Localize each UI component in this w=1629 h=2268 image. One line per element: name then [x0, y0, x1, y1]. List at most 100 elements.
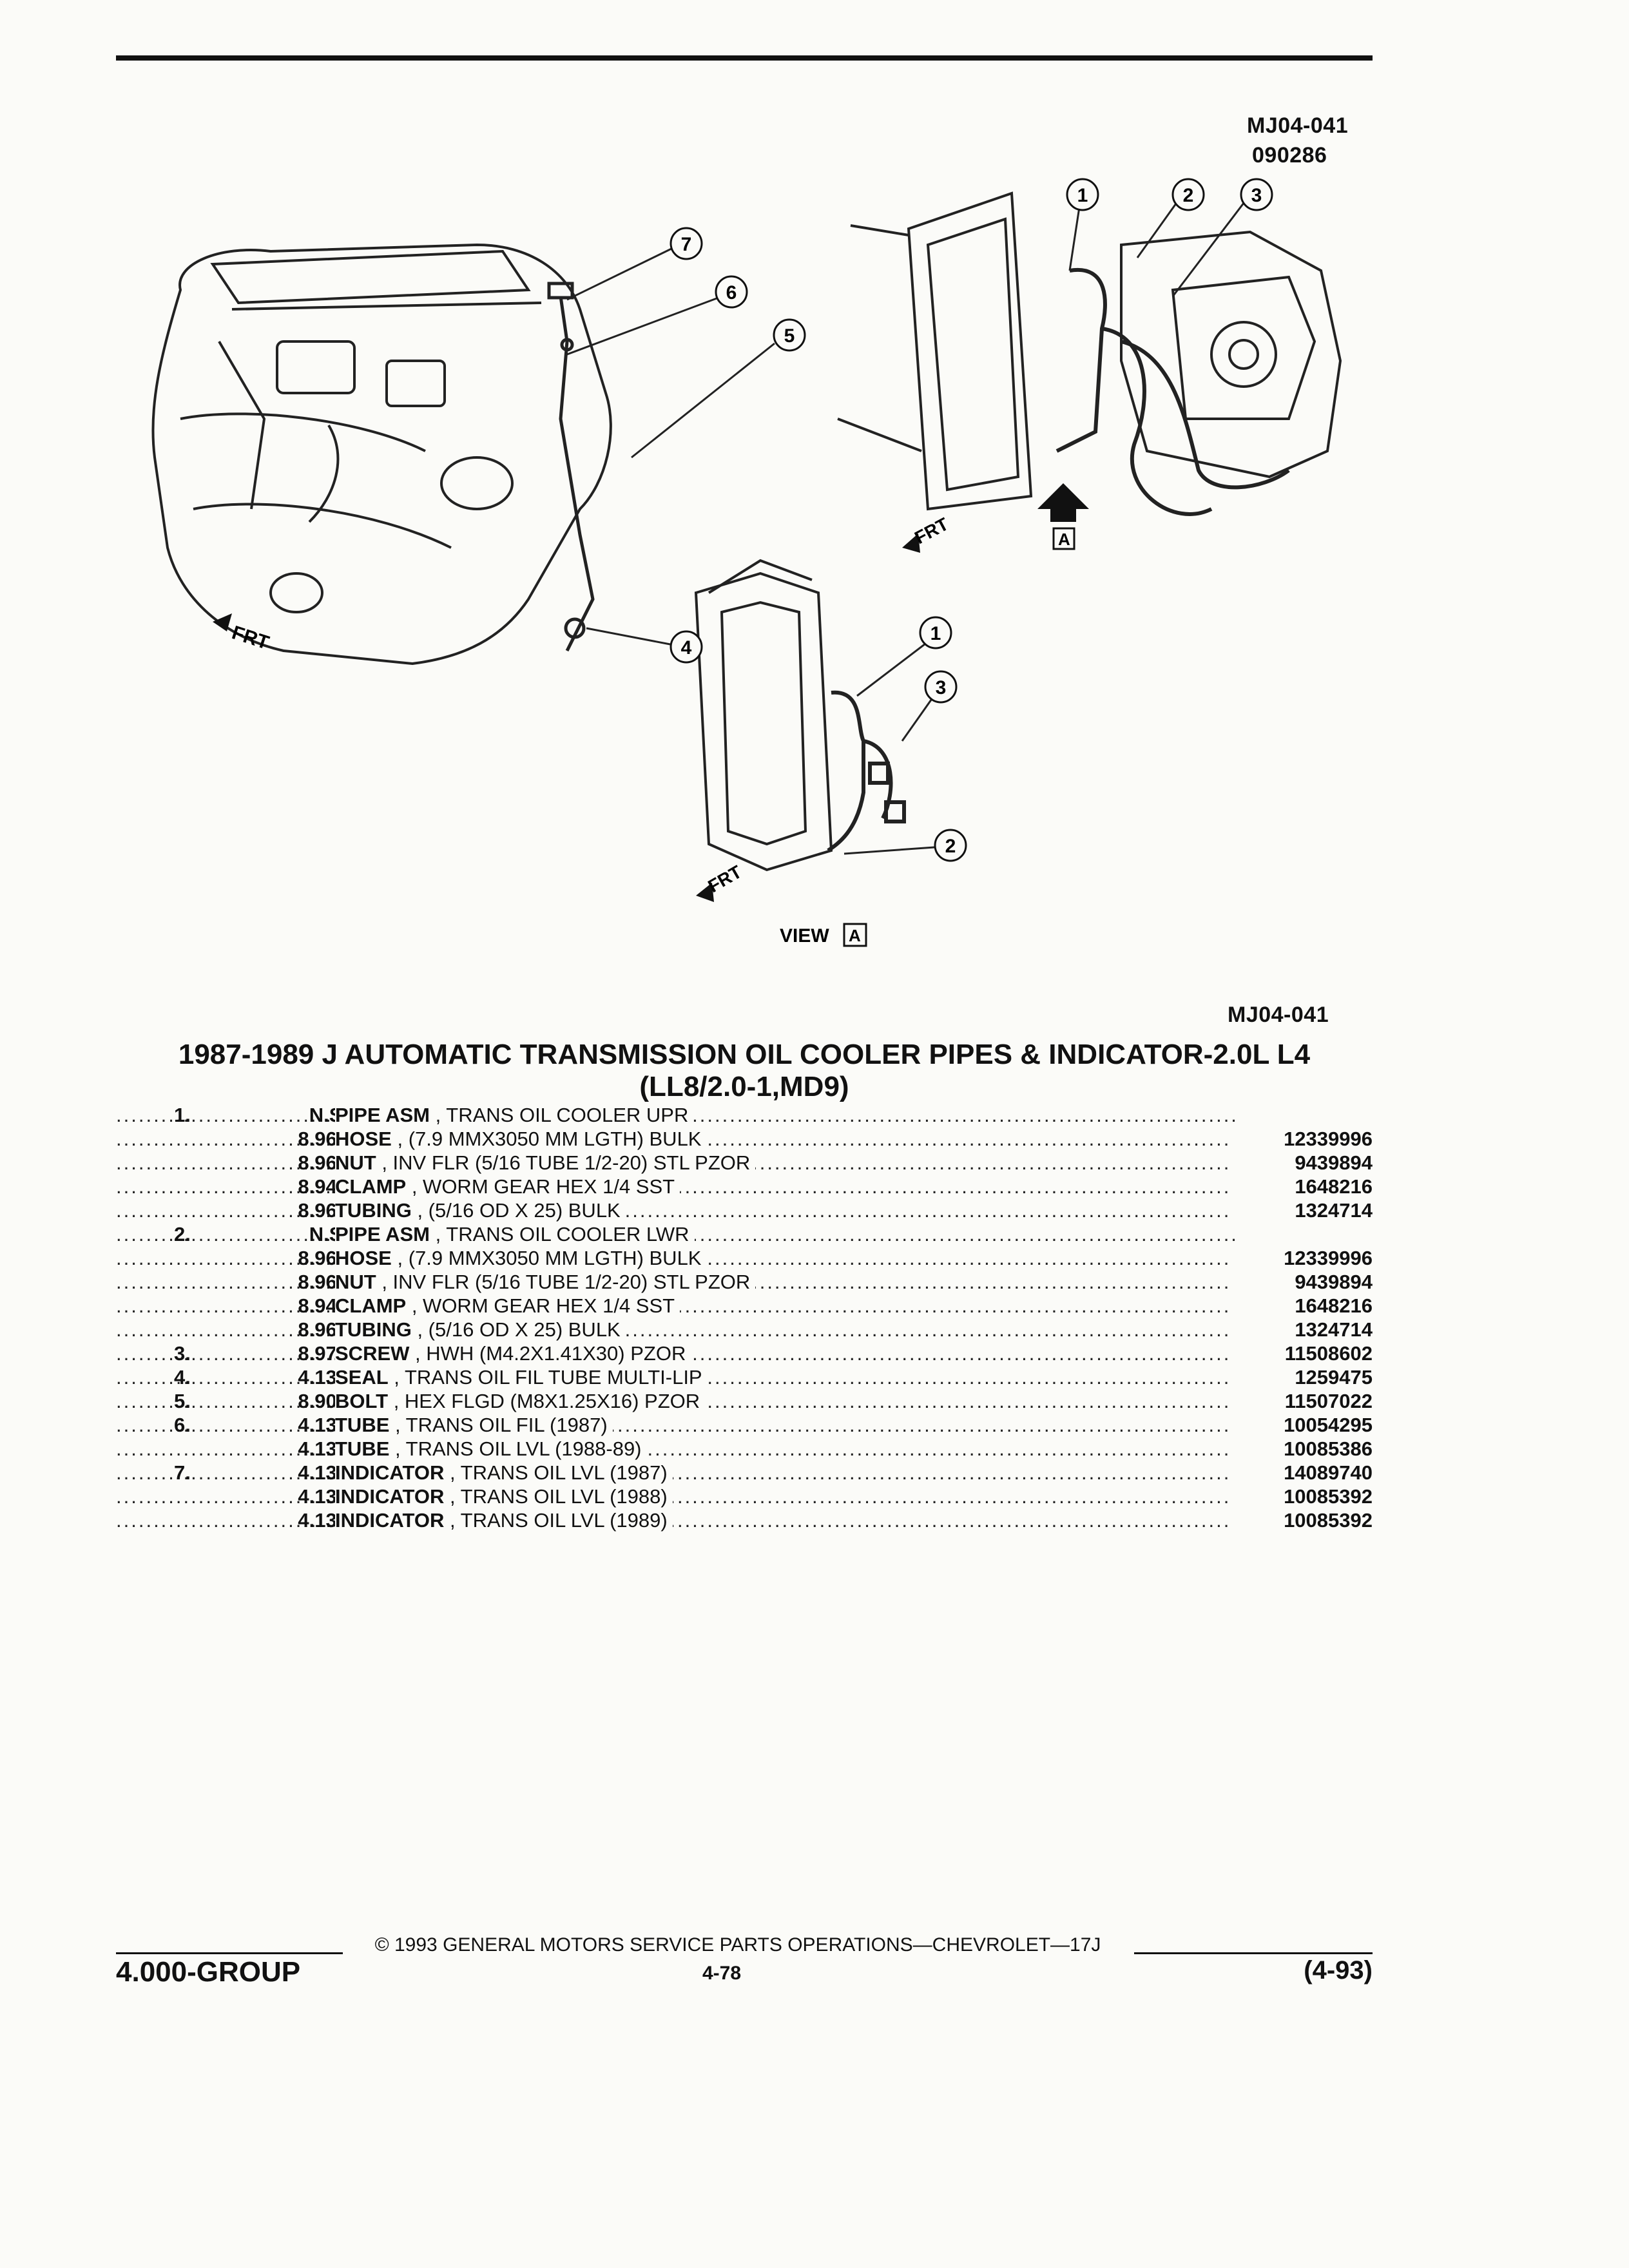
part-description: INDICATOR , TRANS OIL LVL (1989)	[335, 1508, 673, 1532]
leader-dots: ........................................…	[116, 1485, 1237, 1508]
parts-row: ........................................…	[116, 1103, 1373, 1127]
part-number: 10085392	[1231, 1485, 1373, 1508]
parts-row: ........................................…	[116, 1270, 1373, 1294]
part-name: CLAMP	[335, 1175, 407, 1198]
callout-2-top: 2	[1171, 178, 1205, 211]
callout-5: 5	[773, 318, 806, 352]
footer-rule-right	[1134, 1952, 1373, 1954]
footer-copyright: © 1993 GENERAL MOTORS SERVICE PARTS OPER…	[374, 1934, 1101, 1956]
item-number: 1.	[174, 1104, 191, 1126]
part-detail: , HEX FLGD (M8X1.25X16) PZOR	[388, 1390, 700, 1412]
part-detail: , (5/16 OD X 25) BULK	[411, 1318, 621, 1341]
part-name: PIPE ASM	[335, 1104, 430, 1126]
part-description: INDICATOR , TRANS OIL LVL (1988)	[335, 1485, 673, 1508]
part-description: NUT , INV FLR (5/16 TUBE 1/2-20) STL PZO…	[335, 1270, 756, 1294]
part-detail: , TRANS OIL COOLER LWR	[430, 1223, 689, 1245]
part-number: 1324714	[1231, 1198, 1373, 1222]
view-a-label: VIEW A	[780, 923, 867, 947]
parts-row: ........................................…	[116, 1127, 1373, 1151]
part-detail: , WORM GEAR HEX 1/4 SST	[406, 1294, 675, 1317]
svg-text:4: 4	[681, 637, 692, 658]
callout-3-view-a: 3	[924, 670, 958, 704]
part-name: INDICATOR	[335, 1509, 445, 1532]
part-name: INDICATOR	[335, 1485, 445, 1508]
parts-row: ........................................…	[116, 1508, 1373, 1532]
part-description: PIPE ASM , TRANS OIL COOLER LWR	[335, 1222, 695, 1246]
part-name: TUBING	[335, 1318, 412, 1341]
part-name: TUBE	[335, 1437, 390, 1460]
part-description: TUBING , (5/16 OD X 25) BULK	[335, 1318, 626, 1341]
part-number: 12339996	[1231, 1246, 1373, 1270]
leader-dots: ........................................…	[116, 1199, 1237, 1222]
part-number: 1648216	[1231, 1175, 1373, 1198]
illustration-code-bottom: MJ04-041	[1228, 1003, 1329, 1027]
part-description: HOSE , (7.9 MMX3050 MM LGTH) BULK	[335, 1127, 707, 1151]
part-number: 12339996	[1231, 1127, 1373, 1151]
parts-row: ........................................…	[116, 1485, 1373, 1508]
leader-dots: ........................................…	[116, 1437, 1237, 1460]
svg-text:2: 2	[1183, 185, 1194, 206]
part-name: HOSE	[335, 1247, 392, 1269]
item-number: 2.	[174, 1223, 191, 1245]
page-number: 4-78	[702, 1963, 742, 1984]
front-label-left: FRT	[229, 622, 272, 653]
footer-rule-left	[116, 1952, 343, 1954]
view-letter-box: A	[849, 926, 861, 945]
part-number: 10085392	[1231, 1508, 1373, 1532]
leader-dots: ........................................…	[116, 1461, 1237, 1484]
part-detail: , WORM GEAR HEX 1/4 SST	[406, 1175, 675, 1198]
leader-dots: ........................................…	[116, 1318, 1237, 1341]
part-number: 14089740	[1231, 1461, 1373, 1485]
illustration-code-top: MJ04-041	[1247, 113, 1349, 138]
callout-1-top: 1	[1066, 178, 1099, 211]
parts-row: ........................................…	[116, 1318, 1373, 1341]
svg-text:1: 1	[930, 623, 941, 644]
part-detail: , TRANS OIL COOLER UPR	[430, 1104, 689, 1126]
item-number: 3.	[174, 1342, 191, 1365]
part-description: NUT , INV FLR (5/16 TUBE 1/2-20) STL PZO…	[335, 1151, 756, 1175]
section-title-line2: (LL8/2.0-1,MD9)	[639, 1071, 849, 1102]
part-name: TUBE	[335, 1414, 390, 1436]
part-number: 1259475	[1231, 1365, 1373, 1389]
part-number: 10054295	[1231, 1413, 1373, 1437]
part-detail: , TRANS OIL FIL (1987)	[389, 1414, 608, 1436]
part-description: SEAL , TRANS OIL FIL TUBE MULTI-LIP	[335, 1365, 708, 1389]
item-number: 6.	[174, 1414, 191, 1436]
top-rule	[116, 55, 1373, 61]
radiator-illustration-top	[837, 191, 1033, 511]
leader-dots: ........................................…	[116, 1414, 1237, 1436]
parts-row: ........................................…	[116, 1413, 1373, 1437]
part-name: SCREW	[335, 1342, 410, 1365]
part-description: TUBING , (5/16 OD X 25) BULK	[335, 1198, 626, 1222]
part-detail: , TRANS OIL LVL (1988)	[444, 1485, 668, 1508]
parts-row: ........................................…	[116, 1437, 1373, 1461]
parts-row: ........................................…	[116, 1365, 1373, 1389]
part-name: CLAMP	[335, 1294, 407, 1317]
front-arrow-right: FRT	[902, 514, 952, 553]
view-letter-box-top: A	[1058, 530, 1070, 549]
transaxle-illustration-right	[1120, 230, 1342, 479]
part-number: 11508602	[1231, 1341, 1373, 1365]
svg-text:1: 1	[1077, 185, 1088, 206]
part-detail: , INV FLR (5/16 TUBE 1/2-20) STL PZOR	[376, 1151, 751, 1174]
part-detail: , (7.9 MMX3050 MM LGTH) BULK	[391, 1128, 702, 1150]
parts-row: ........................................…	[116, 1222, 1373, 1246]
parts-row: ........................................…	[116, 1151, 1373, 1175]
callout-2-view-a: 2	[934, 829, 967, 862]
front-label-right: FRT	[911, 514, 952, 548]
front-arrow-left: FRT	[213, 613, 272, 654]
part-description: INDICATOR , TRANS OIL LVL (1987)	[335, 1461, 673, 1485]
svg-text:7: 7	[681, 234, 692, 255]
callout-7: 7	[670, 227, 703, 260]
part-name: INDICATOR	[335, 1461, 445, 1484]
illustration-date-code: 090286	[1252, 143, 1327, 168]
callout-leaders	[566, 194, 1251, 855]
part-description: TUBE , TRANS OIL FIL (1987)	[335, 1413, 613, 1437]
part-number: 9439894	[1231, 1151, 1373, 1175]
engine-illustration	[151, 243, 612, 666]
item-number: 4.	[174, 1366, 191, 1389]
parts-row: ........................................…	[116, 1341, 1373, 1365]
part-description: SCREW , HWH (M4.2X1.41X30) PZOR	[335, 1341, 691, 1365]
cooler-pipes-view-a	[827, 690, 906, 852]
part-detail: , INV FLR (5/16 TUBE 1/2-20) STL PZOR	[376, 1271, 751, 1293]
